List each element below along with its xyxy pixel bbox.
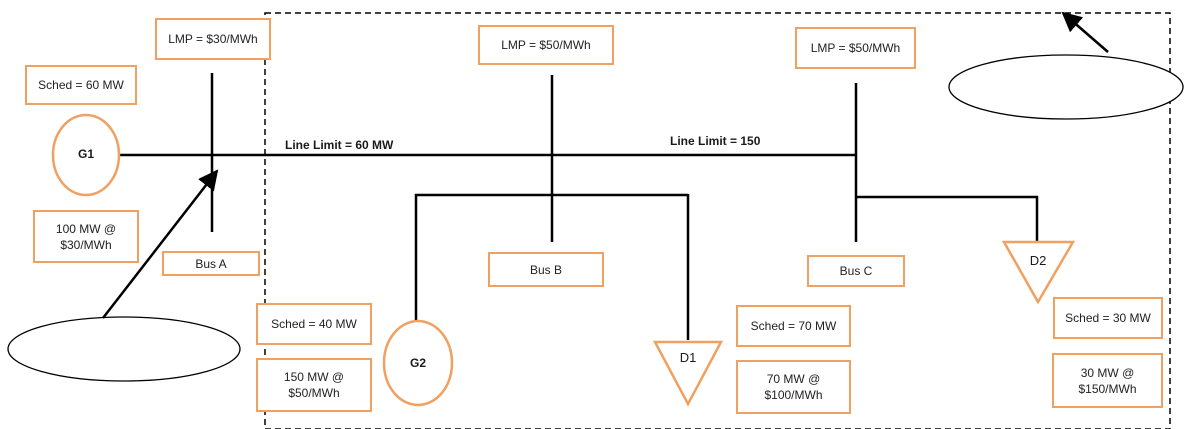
lmp-bus-a-label: LMP = $30/MWh — [168, 32, 258, 46]
g1-sched-label: Sched = 60 MW — [38, 78, 124, 92]
g2-offer-line1: 150 MW @ — [283, 370, 345, 384]
g1-sched-box: Sched = 60 MW — [25, 65, 137, 105]
d2-demand — [1001, 240, 1076, 305]
g1-label: G1 — [77, 147, 94, 161]
bus-a-label: Bus A — [195, 256, 227, 271]
callout-arrow-bottom-left — [102, 169, 219, 319]
g2-offer-line2: $50/MWh — [288, 386, 340, 400]
d2-sched-box: Sched = 30 MW — [1053, 297, 1163, 339]
d2-sched-label: Sched = 30 MW — [1065, 311, 1151, 325]
g2-generator — [382, 319, 454, 407]
g1-offer-line1: 100 MW @ — [55, 221, 117, 236]
bus-c-box: Bus C — [807, 255, 905, 287]
callout-oval-bottom-left — [7, 316, 241, 382]
d1-demand — [652, 340, 724, 407]
d2-bid-line2: $150/MWh — [1078, 381, 1137, 396]
d1-label: D1 — [679, 350, 697, 365]
d2-bid-box: 30 MW @ $150/MWh — [1052, 353, 1163, 408]
lmp-bus-b-box: LMP = $50/MWh — [478, 25, 614, 65]
lmp-bus-c-box: LMP = $50/MWh — [795, 27, 916, 69]
d1-sched-box: Sched = 70 MW — [736, 305, 851, 347]
line-limit-ab-label: Line Limit = 60 MW — [285, 138, 394, 152]
g1-offer-line2: $30/MWh — [60, 237, 112, 252]
bus-c-label: Bus C — [839, 264, 873, 278]
g2-label: G2 — [409, 356, 426, 370]
line-limit-bc-label: Line Limit = 150 — [670, 134, 761, 148]
g2-sched-box: Sched = 40 MW — [256, 303, 372, 345]
d1-sched-label: Sched = 70 MW — [750, 319, 837, 333]
bus-b-label: Bus B — [529, 262, 562, 277]
bus-a-box: Bus A — [162, 251, 260, 276]
d1-bid-line1: 70 MW @ — [766, 372, 821, 386]
g1-offer-box: 100 MW @ $30/MWh — [33, 210, 139, 263]
g2-offer-box: 150 MW @ $50/MWh — [256, 358, 372, 412]
g2-sched-label: Sched = 40 MW — [271, 317, 357, 331]
d1-bid-line2: $100/MWh — [764, 388, 823, 402]
lmp-bus-c-label: LMP = $50/MWh — [810, 41, 901, 55]
callout-arrow-top-right — [1061, 11, 1109, 53]
d2-bid-line1: 30 MW @ — [1080, 365, 1135, 380]
d2-label: D2 — [1029, 253, 1047, 268]
g1-generator — [51, 113, 121, 197]
d1-bid-box: 70 MW @ $100/MWh — [736, 360, 851, 414]
callout-oval-top-right — [948, 54, 1184, 120]
region-boundary — [264, 12, 1171, 429]
bus-b-box: Bus B — [488, 252, 604, 287]
lmp-bus-b-label: LMP = $50/MWh — [501, 38, 591, 52]
lmp-bus-a-box: LMP = $30/MWh — [155, 18, 271, 60]
